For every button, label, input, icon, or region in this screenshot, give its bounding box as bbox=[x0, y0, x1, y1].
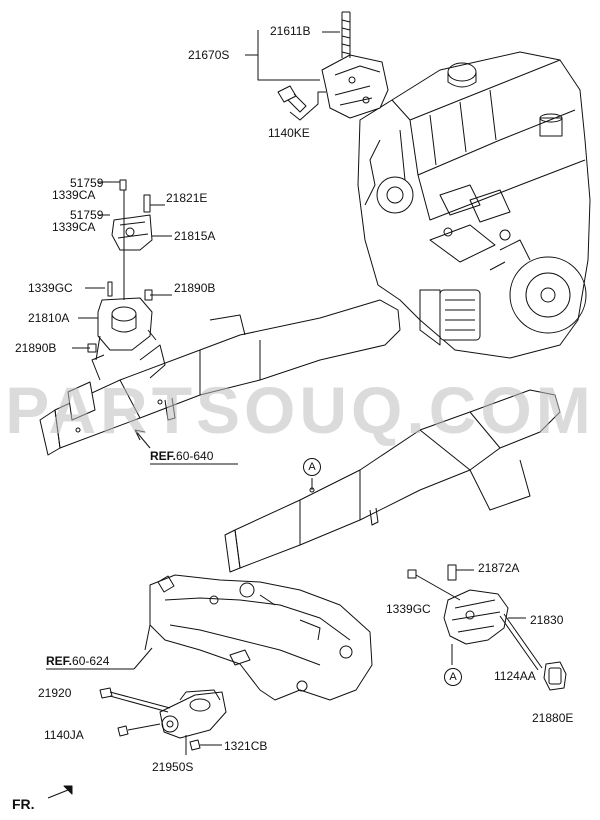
watermark: PARTSOUQ.COM bbox=[5, 373, 595, 447]
part-label-21810a: 21810A bbox=[28, 311, 70, 325]
transmission-mount bbox=[407, 564, 567, 691]
part-label-1140ke: 1140KE bbox=[268, 126, 310, 140]
part-label-1339gc-a: 1339GC bbox=[28, 281, 73, 295]
part-label-1321cb: 1321CB bbox=[224, 739, 268, 753]
part-label-21872a: 21872A bbox=[478, 561, 520, 575]
part-label-21890b-b: 21890B bbox=[15, 341, 57, 355]
part-label-1124aa: 1124AA bbox=[494, 669, 536, 683]
marker-a-upper: A bbox=[303, 458, 321, 476]
side-member-upper bbox=[39, 299, 401, 456]
front-direction-label: FR. bbox=[12, 796, 35, 812]
part-label-1339ca-a: 1339CA bbox=[52, 188, 96, 202]
side-member-lower bbox=[224, 389, 561, 573]
part-label-21821e: 21821E bbox=[166, 191, 208, 205]
marker-a-lower: A bbox=[444, 668, 462, 686]
part-label-21890b-a: 21890B bbox=[174, 281, 216, 295]
engine-block bbox=[357, 51, 591, 359]
engine-mount-bracket bbox=[245, 11, 389, 121]
ref-number: 60-624 bbox=[72, 654, 110, 668]
part-label-1339ca-b: 1339CA bbox=[52, 220, 96, 234]
part-label-21920: 21920 bbox=[38, 686, 72, 700]
roll-rod-mount bbox=[99, 687, 227, 755]
part-label-21611b: 21611B bbox=[270, 24, 311, 38]
part-label-51759-b: 51759 bbox=[70, 208, 104, 222]
ref-prefix: REF. bbox=[46, 654, 73, 668]
part-label-1140ja: 1140JA bbox=[44, 728, 84, 742]
subframe bbox=[144, 574, 373, 701]
part-label-21670s: 21670S bbox=[188, 48, 230, 62]
part-label-21815a: 21815A bbox=[174, 229, 216, 243]
part-label-21880e: 21880E bbox=[532, 711, 574, 725]
front-arrow bbox=[47, 785, 73, 799]
ref-prefix: REF. bbox=[150, 449, 177, 463]
part-label-51759-a: 51759 bbox=[70, 176, 104, 190]
ref-number: 60-640 bbox=[176, 449, 214, 463]
left-engine-mount bbox=[72, 179, 172, 361]
part-label-1339gc-b: 1339GC bbox=[386, 602, 431, 616]
part-label-21950s: 21950S bbox=[152, 760, 194, 774]
ref-link-60-640[interactable]: REF.60-640 bbox=[150, 449, 213, 463]
ref-link-60-624[interactable]: REF.60-624 bbox=[46, 654, 109, 668]
part-label-21830: 21830 bbox=[530, 613, 564, 627]
